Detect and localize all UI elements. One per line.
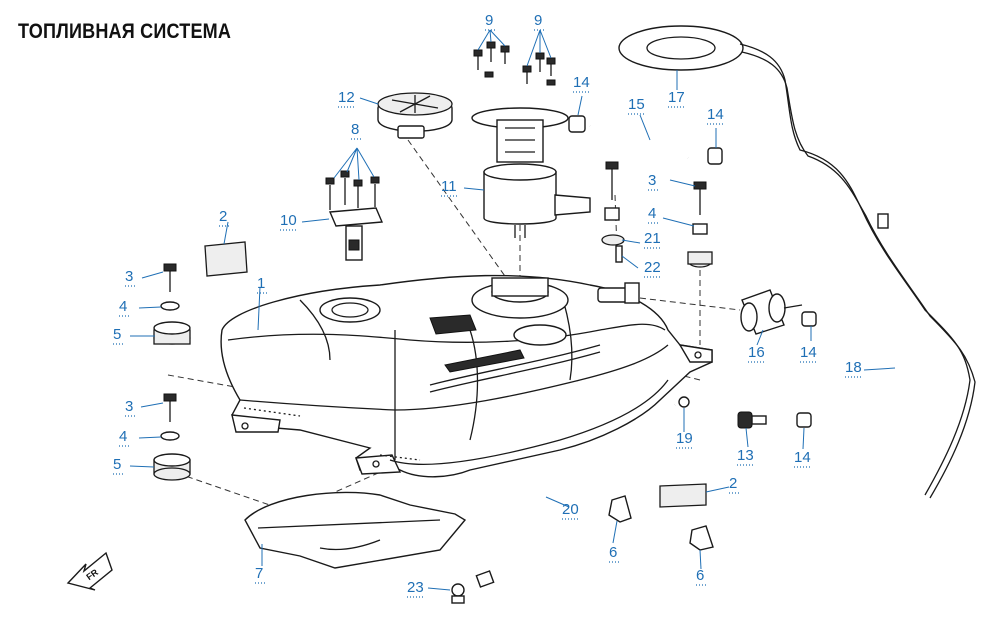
fuel-pump xyxy=(471,107,591,238)
callout-5: 5 xyxy=(113,456,121,473)
callout-4: 4 xyxy=(648,205,656,222)
clips xyxy=(608,495,714,551)
callout-11: 11 xyxy=(441,178,457,195)
callout-4: 4 xyxy=(119,428,127,445)
mount-stack-right xyxy=(601,161,713,268)
callout-5: 5 xyxy=(113,326,121,343)
callout-21: 21 xyxy=(644,230,661,247)
callout-4: 4 xyxy=(119,298,127,315)
hose-clamp xyxy=(678,396,690,408)
fuel-sensor xyxy=(737,411,767,429)
callout-23: 23 xyxy=(407,579,424,596)
sensor-bracket xyxy=(325,170,384,261)
mount-stack-upper xyxy=(153,263,191,345)
callout-1: 1 xyxy=(257,275,265,292)
page-title: ТОПЛИВНАЯ СИСТЕМА xyxy=(18,20,232,43)
callout-3: 3 xyxy=(125,268,133,285)
pump-bolts xyxy=(473,41,556,86)
fuel-tank xyxy=(220,274,713,478)
callout-10: 10 xyxy=(280,212,297,229)
callout-19: 19 xyxy=(676,430,693,447)
callout-2: 2 xyxy=(729,475,737,492)
return-hose xyxy=(796,315,907,430)
callout-2: 2 xyxy=(219,208,227,225)
callout-15: 15 xyxy=(628,96,645,113)
callout-3: 3 xyxy=(125,398,133,415)
callout-14: 14 xyxy=(573,74,590,91)
callout-8: 8 xyxy=(351,121,359,138)
callout-16: 16 xyxy=(748,344,765,361)
callout-9: 9 xyxy=(534,12,542,29)
callout-14: 14 xyxy=(800,344,817,361)
callout-14: 14 xyxy=(794,449,811,466)
callout-9: 9 xyxy=(485,12,493,29)
callout-22: 22 xyxy=(644,259,661,276)
callout-14: 14 xyxy=(707,106,724,123)
breather-assembly xyxy=(618,25,976,499)
leader-lines xyxy=(129,29,896,591)
label-underlines xyxy=(113,29,863,598)
fuel-cap xyxy=(377,92,453,139)
callout-17: 17 xyxy=(668,89,685,106)
callout-12: 12 xyxy=(338,89,355,106)
callout-3: 3 xyxy=(648,172,656,189)
callout-7: 7 xyxy=(255,565,263,582)
rubber-pads xyxy=(204,241,707,508)
fuel-filter xyxy=(740,289,817,335)
callout-labels: 1 2 2 3 3 3 4 4 4 5 5 6 6 7 8 9 9 10 11 … xyxy=(113,12,862,596)
vent-hose xyxy=(475,404,676,588)
check-valve xyxy=(451,583,465,604)
callout-20: 20 xyxy=(562,501,579,518)
mount-stack-lower xyxy=(153,393,191,481)
callout-6: 6 xyxy=(609,544,617,561)
callout-18: 18 xyxy=(845,359,862,376)
callout-6: 6 xyxy=(696,567,704,584)
fuel-line xyxy=(568,115,723,165)
heat-shield xyxy=(244,491,467,569)
callout-13: 13 xyxy=(737,447,754,464)
front-arrow-icon: FR xyxy=(66,551,113,591)
